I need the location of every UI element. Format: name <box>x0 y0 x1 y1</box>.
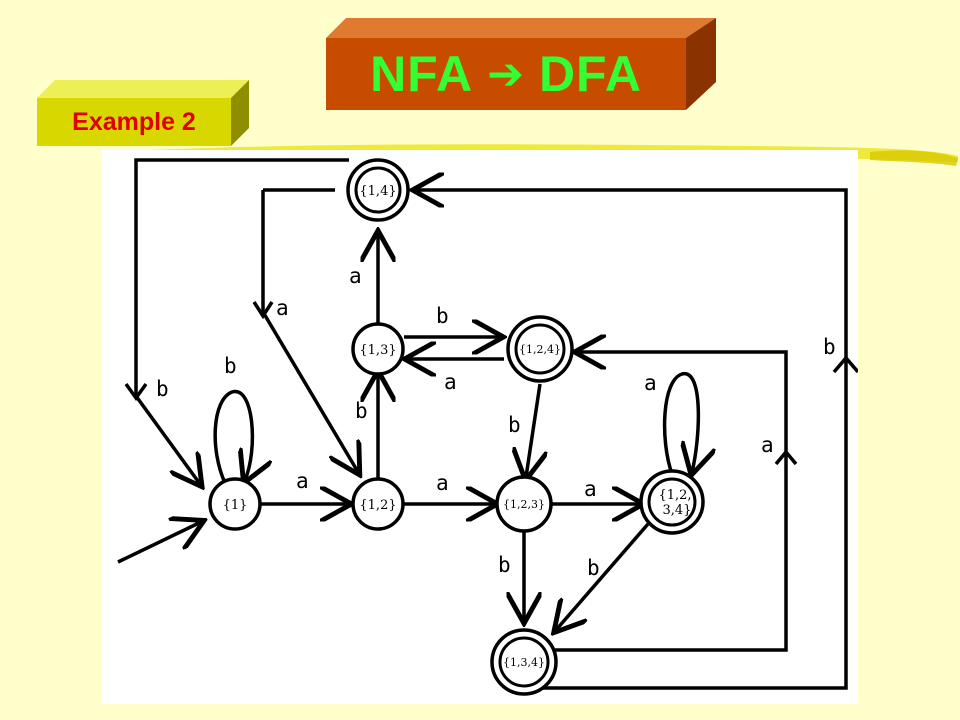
edge-s1234-s134-b <box>556 522 650 630</box>
state-s123: {1,2,3} <box>495 475 553 533</box>
state-label-s14: {1,4} <box>359 184 396 199</box>
edge-label-s123-s1234: a <box>584 477 597 501</box>
edge-s14-s12-a <box>261 188 358 472</box>
example-label: Example 2 <box>72 107 196 136</box>
mid-arrow-b-up <box>832 355 858 374</box>
state-s12: {1,2} <box>351 477 405 531</box>
edge-label-s13-s124: b <box>436 304 449 328</box>
mid-arrow-a-down <box>252 301 274 320</box>
edge-label-s123-s134: b <box>498 553 511 577</box>
subtitle-box-face <box>37 98 231 146</box>
state-s134: {1,3,4} <box>490 628 558 696</box>
edge-label-s14-s1: b <box>156 377 169 401</box>
state-label-s12: {1,2} <box>359 498 396 513</box>
edge-label-s124-s123: b <box>508 413 521 437</box>
edge-label-s14-s12: a <box>276 296 289 320</box>
subtitle-box-top <box>37 80 249 98</box>
dfa-diagram: {1} {1,2} {1,3} {1,4} {1,2,4} <box>117 158 858 696</box>
title-left-text: NFA <box>370 46 474 102</box>
state-s1234: {1,2, 3,4} <box>639 469 705 535</box>
title-box-top <box>326 18 716 38</box>
subtitle-box-side <box>231 80 249 146</box>
edge-s1234-s1234-a <box>662 372 699 474</box>
state-label-s13: {1,3} <box>359 343 396 358</box>
edge-label-s1234-s134: b <box>587 556 600 580</box>
state-s13: {1,3} <box>351 322 405 376</box>
subtitle-box <box>37 80 249 148</box>
edge-label-s1-s1: b <box>224 354 237 378</box>
mid-arrow-a-up <box>774 449 798 466</box>
state-s1: {1} <box>208 477 262 531</box>
edge-label-s12-s123: a <box>436 471 449 495</box>
edge-s134-s124-a <box>553 352 788 652</box>
edge-s1-s1-b <box>213 390 252 483</box>
state-s14: {1,4} <box>346 158 410 222</box>
dfa-diagram-panel: {1} {1,2} {1,3} {1,4} {1,2,4} <box>102 150 858 704</box>
edge-label-s124-s13: a <box>444 370 457 394</box>
title-box-face <box>326 38 686 110</box>
edge-s134-s14-b <box>416 190 848 690</box>
state-label-s1: {1} <box>223 498 248 513</box>
edge-label-s1234-s1234: a <box>644 371 657 395</box>
state-s124: {1,2,4} <box>506 315 574 383</box>
title-box-shape <box>326 18 716 110</box>
state-label-s124: {1,2,4} <box>519 343 561 356</box>
title-arrow-icon: ➔ <box>487 48 525 100</box>
page-title: NFA ➔ DFA <box>326 38 686 110</box>
start-arrow <box>117 522 201 564</box>
state-label-s134: {1,3,4} <box>503 656 545 669</box>
edge-s124-s123-a <box>526 383 540 477</box>
edge-label-s13-s14: a <box>349 264 362 288</box>
title-box-side <box>686 18 716 110</box>
subtitle-box-shape <box>37 80 249 146</box>
edge-label-s12-s13: b <box>355 399 368 423</box>
edge-label-s134-s14: b <box>823 335 836 359</box>
state-label-s1234-line2: 3,4} <box>663 503 692 518</box>
brush-stroke-decoration <box>150 144 958 166</box>
state-label-s123: {1,2,3} <box>503 498 545 511</box>
title-right-text: DFA <box>538 46 642 102</box>
edge-label-s1-s12: a <box>296 469 309 493</box>
title-box <box>326 18 716 112</box>
edge-s14-s1-b <box>134 158 349 484</box>
edge-label-s134-s124: a <box>761 433 774 457</box>
state-label-s1234-line1: {1,2, <box>658 488 691 503</box>
mid-arrow-b-down <box>124 382 148 402</box>
